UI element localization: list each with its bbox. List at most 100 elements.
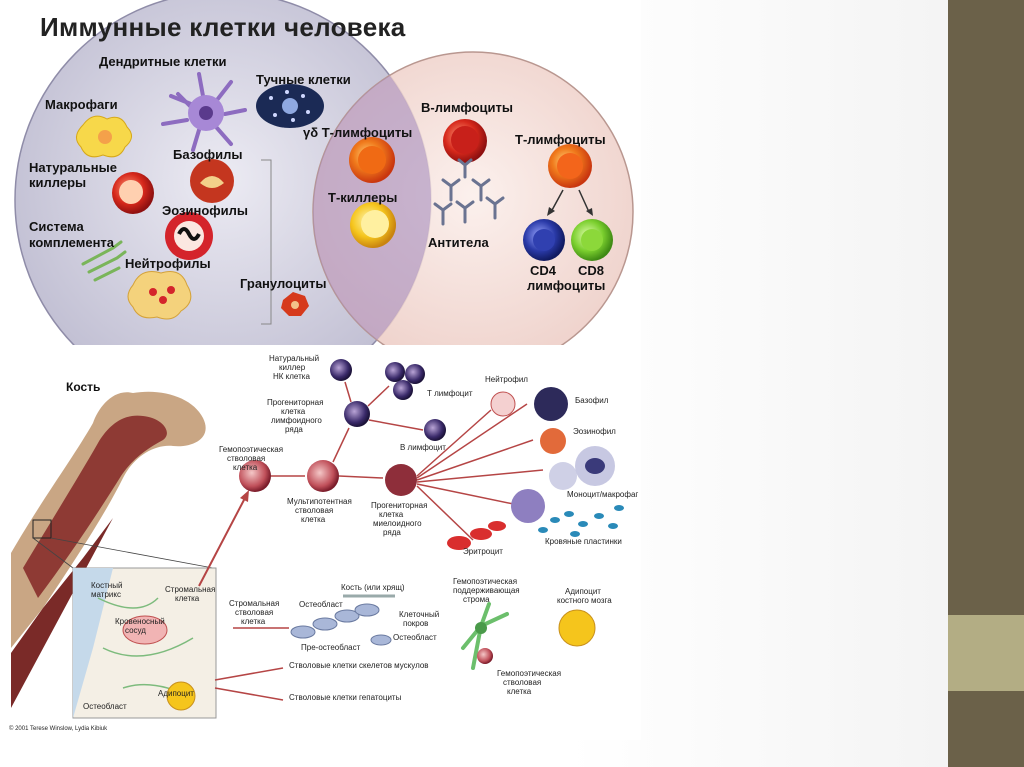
label-neutrophils: Нейтрофилы: [125, 256, 211, 271]
monocyte-icon: [549, 446, 615, 490]
label-marrow-adipocyte-2: костного мозга: [557, 596, 612, 605]
label-lymphoid-1: Прогениторная: [267, 398, 324, 407]
label-stromal-stem-2: стволовая: [235, 608, 274, 617]
label-nk-1-small: Натуральный: [269, 354, 320, 363]
label-vessel-2: сосуд: [125, 626, 146, 635]
label-myeloid-2: клетка: [379, 510, 404, 519]
lymphoid-progenitor-icon: [344, 401, 370, 427]
label-eosinophils: Эозинофилы: [162, 203, 248, 218]
label-eosinophil: Эозинофил: [573, 427, 616, 436]
cd8-cell-icon: [571, 219, 613, 261]
nk-cell-icon: [112, 172, 154, 214]
label-myeloid-1: Прогениторная: [371, 501, 428, 510]
label-cd4: CD4: [530, 263, 557, 278]
zoom-line-2: [32, 537, 74, 569]
t-lymphocyte-cluster-icon: [385, 362, 425, 400]
overlap-region: [313, 52, 431, 345]
label-hsc-1: Гемопоэтическая: [219, 445, 284, 454]
label-stromal-stem-3: клетка: [241, 617, 266, 626]
b-lymphocyte-small-icon: [424, 419, 446, 441]
gd-t-cell-icon: [349, 137, 395, 183]
label-nk-3-small: НК клетка: [273, 372, 310, 381]
sidebar-light-block: [948, 615, 1024, 691]
mast-cell-icon: [256, 84, 324, 128]
hsc-cell-icon: [239, 460, 271, 492]
granulocytes-bracket: [261, 159, 272, 325]
complement-icon: [81, 240, 127, 282]
venn-graphics: [14, 0, 634, 345]
dendritic-cell-icon: [161, 72, 247, 152]
label-hsc-bottom-3: клетка: [507, 687, 532, 696]
inset-to-hsc-arrowhead: [240, 490, 249, 502]
inset-adipocyte: [166, 681, 196, 711]
erythrocyte-icon: [447, 521, 506, 550]
b-lymphocyte-icon: [443, 119, 487, 163]
arrow-lymphoid-nk: [344, 381, 352, 403]
myeloid-fan-arrows: [416, 403, 544, 541]
label-b-lymphocyte: В лимфоцит: [400, 443, 446, 452]
label-nk-1: Натуральные: [29, 160, 117, 175]
label-adipocyte-inset: Адипоцит: [158, 689, 194, 698]
inset-vessel: [122, 615, 168, 645]
label-complement-1: Система: [29, 219, 84, 234]
t-killer-icon: [350, 202, 396, 248]
figure: Иммунные клетки человека Дендритные клет…: [3, 0, 641, 740]
page-title: Иммунные клетки человека: [40, 12, 406, 42]
label-myeloid-4: ряда: [383, 528, 401, 537]
eosinophil-icon: [165, 212, 213, 260]
nk-cell-small-icon: [330, 359, 352, 381]
cd4-cell-icon: [523, 219, 565, 261]
arrow-hepato: [214, 687, 284, 701]
label-mast: Тучные клетки: [256, 72, 351, 87]
label-stromal-stem-1: Стромальная: [229, 599, 280, 608]
bone-shaft: [11, 518, 113, 708]
hematopoiesis-panel: Кость Натуральный киллер НК клетка Т лим…: [3, 348, 641, 740]
label-bone-matrix-1: Костный: [91, 581, 123, 590]
label-vessel-1: Кровеносный: [115, 617, 165, 626]
t-to-cd8-arrow: [578, 189, 590, 213]
label-b-lymph: В-лимфоциты: [421, 100, 514, 115]
label-bone: Кость: [66, 380, 101, 394]
label-t-lymphocyte: Т лимфоцит: [427, 389, 473, 398]
label-antibodies: Антитела: [428, 235, 489, 250]
eosinophil-small-icon: [540, 428, 566, 454]
label-erythrocyte: Эритроцит: [463, 547, 503, 556]
bone-marrow: [23, 415, 167, 598]
credit-line: © 2001 Terese Winslow, Lydia Kibiuk: [9, 726, 108, 732]
label-basophil: Базофил: [575, 396, 609, 405]
label-pre-osteoblast: Пре-остеобласт: [301, 643, 361, 652]
label-support-stroma-2: поддерживающая: [453, 586, 520, 595]
label-nk-2-small: киллер: [279, 363, 306, 372]
basophil-small-icon: [534, 387, 568, 421]
label-osteoblast: Остеобласт: [299, 600, 343, 609]
arrow-muscle: [214, 667, 284, 681]
hsc-bottom-icon: [477, 648, 493, 664]
label-nk-2: киллеры: [29, 175, 87, 190]
label-basophils: Базофилы: [173, 147, 243, 162]
inset-bone-matrix: [73, 568, 113, 718]
arrow-lymphoid-b: [368, 419, 424, 431]
hematopoiesis-graphics: [11, 359, 624, 719]
label-mpp-2: стволовая: [295, 506, 334, 515]
label-hsc-3: клетка: [233, 463, 258, 472]
venn-panel: Иммунные клетки человека Дендритные клет…: [3, 0, 641, 345]
label-cell-cover-1: Клеточный: [399, 610, 440, 619]
label-lymphoid-2: клетка: [281, 407, 306, 416]
t-lymphocyte-icon: [548, 144, 592, 188]
label-osteoblast-inset: Остеобласт: [83, 702, 127, 711]
label-dendritic: Дендритные клетки: [99, 54, 227, 69]
label-osteoblast-2: Остеобласт: [393, 633, 437, 642]
label-neutrophil: Нейтрофил: [485, 375, 528, 384]
macrophage-icon: [76, 115, 132, 158]
label-hepato-stem: Стволовые клетки гепатоциты: [289, 693, 402, 702]
mpp-cell-icon: [307, 460, 339, 492]
t-to-cd4-arrowhead: [547, 207, 555, 216]
label-hsc-bottom-1: Гемопоэтическая: [497, 669, 562, 678]
t-to-cd8-arrowhead: [586, 208, 593, 216]
label-muscle-stem: Стволовые клетки скелетов мускулов: [289, 661, 429, 670]
arrow-mpp-lymphoid: [332, 427, 350, 463]
label-mpp-1: Мультипотентная: [287, 497, 352, 506]
arrow-mpp-myeloid: [338, 475, 384, 479]
label-granulocytes: Гранулоциты: [240, 276, 327, 291]
label-platelets: Кровяные пластинки: [545, 537, 622, 546]
